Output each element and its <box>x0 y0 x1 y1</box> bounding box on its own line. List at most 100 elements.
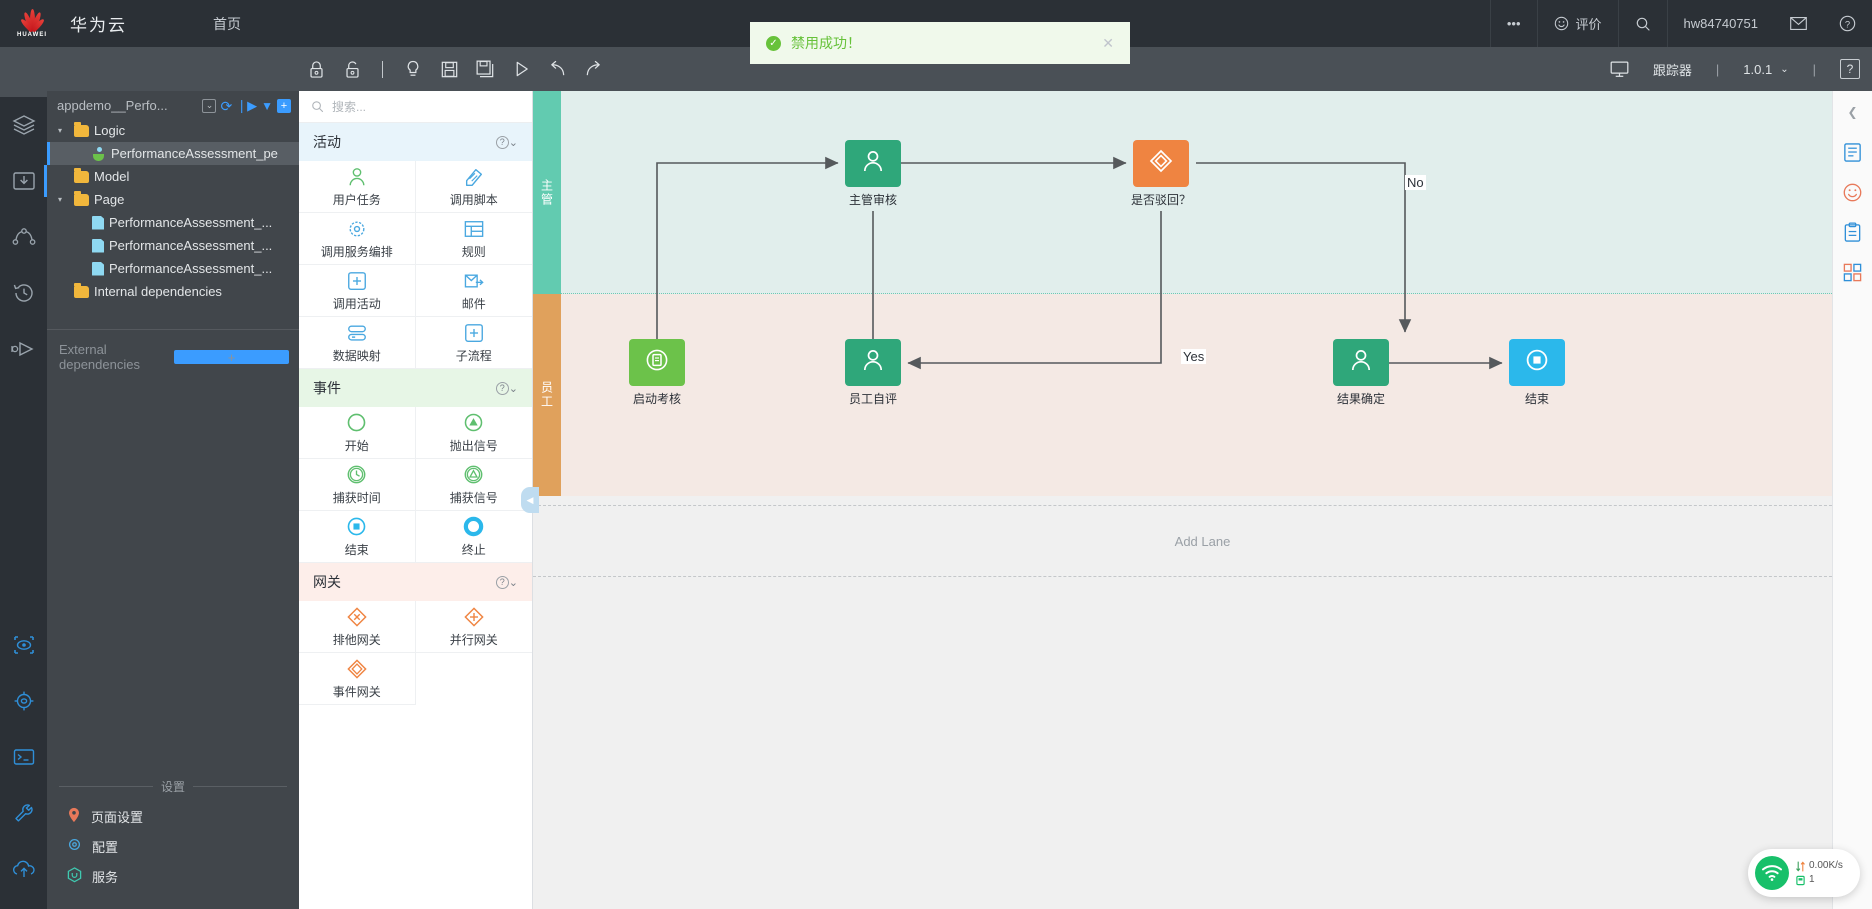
palette-item-subprocess[interactable]: 子流程 <box>415 317 532 369</box>
palette-search[interactable]: 搜索... <box>299 91 532 123</box>
right-collapse-icon[interactable]: ❮ <box>1847 105 1858 119</box>
lane-body-supervisor[interactable] <box>561 91 1872 294</box>
chevron-icon[interactable]: ▾ <box>58 195 63 204</box>
palette-item-exclusive-gateway[interactable]: 排他网关 <box>299 601 416 653</box>
rail-item-graph[interactable] <box>0 209 47 265</box>
node-self[interactable] <box>845 339 901 386</box>
palette-item-data-map[interactable]: 数据映射 <box>299 317 416 369</box>
chevron-icon[interactable]: ▾ <box>58 126 63 135</box>
palette-item-end-event[interactable]: 结束 <box>299 511 416 563</box>
palette-item-service-flow[interactable]: 调用服务编排 <box>299 213 416 265</box>
settings-item-2[interactable]: 服务 <box>47 861 299 891</box>
help-icon[interactable]: ? <box>495 135 509 149</box>
save-as-button[interactable] <box>469 53 501 85</box>
tree-item-logic[interactable]: PerformanceAssessment_pe <box>47 142 299 165</box>
palette-item-script[interactable]: 调用脚本 <box>415 161 532 213</box>
settings-item-1[interactable]: 配置 <box>47 831 299 861</box>
palette-group-header-0[interactable]: 活动?⌄ <box>299 123 532 161</box>
lane-employee[interactable]: 员工 <box>533 294 1872 496</box>
rp-item-smiley[interactable] <box>1840 179 1866 205</box>
tree-project-row[interactable]: appdemo__Perfo... ⌄ ⟳ ❘▶ ▼ + <box>47 92 299 119</box>
rp-item-sitemap[interactable] <box>1840 259 1866 285</box>
network-speed-row: 0.00K/s <box>1796 859 1843 873</box>
palette-item-rule[interactable]: 规则 <box>415 213 532 265</box>
rail-item-debug[interactable] <box>0 321 47 377</box>
run-button[interactable] <box>505 53 537 85</box>
add-icon[interactable]: + <box>277 98 291 113</box>
user-name[interactable]: hw84740751 <box>1683 16 1758 31</box>
chevron-down-icon[interactable]: ⌄ <box>202 98 217 113</box>
palette-item-catch-signal[interactable]: 捕获信号 <box>415 459 532 511</box>
palette-item-user-task[interactable]: 用户任务 <box>299 161 416 213</box>
expand-all-icon[interactable]: ❘▶ <box>236 98 258 113</box>
tree-item-folder[interactable]: ▾Page <box>47 188 299 211</box>
save-button[interactable] <box>433 53 465 85</box>
tree-item-file[interactable]: PerformanceAssessment_... <box>47 234 299 257</box>
redo-button[interactable] <box>577 53 609 85</box>
unlock-button[interactable] <box>336 53 368 85</box>
rail-item-preview[interactable] <box>0 617 47 673</box>
rp-item-doc[interactable] <box>1840 139 1866 165</box>
palette-item-terminate[interactable]: 终止 <box>415 511 532 563</box>
add-lane-button[interactable]: Add Lane <box>533 505 1872 577</box>
tree-item-file[interactable]: PerformanceAssessment_... <box>47 257 299 280</box>
network-speed-widget[interactable]: 0.00K/s 1 <box>1748 849 1860 897</box>
rail-item-layers[interactable] <box>0 97 47 153</box>
rp-item-clipboard[interactable] <box>1840 219 1866 245</box>
monitor-button[interactable] <box>1598 61 1641 78</box>
refresh-icon[interactable]: ⟳ <box>220 97 233 114</box>
palette-item-call-activity[interactable]: 调用活动 <box>299 265 416 317</box>
lock-button[interactable] <box>300 53 332 85</box>
chevron-down-icon[interactable]: ⌄ <box>508 136 518 149</box>
rail-item-history[interactable] <box>0 265 47 321</box>
search-button[interactable] <box>1619 0 1667 47</box>
palette-item-mail[interactable]: 邮件 <box>415 265 532 317</box>
help-icon[interactable]: ? <box>495 381 509 395</box>
version-select[interactable]: 1.0.1 ⌄ <box>1731 62 1800 77</box>
chevron-down-icon[interactable]: ⌄ <box>508 382 518 395</box>
process-canvas[interactable]: 主管 员工 Add Lane 启动考核主管审核员工自评是否驳回？结果确定结束 N… <box>533 91 1872 909</box>
palette-item-throw-signal[interactable]: 抛出信号 <box>415 407 532 459</box>
node-gateway[interactable] <box>1133 140 1189 187</box>
palette-group-header-1[interactable]: 事件?⌄ <box>299 369 532 407</box>
node-end[interactable] <box>1509 339 1565 386</box>
toast-close-icon[interactable]: ✕ <box>1102 34 1114 51</box>
node-review[interactable] <box>845 140 901 187</box>
mail-button[interactable] <box>1774 0 1823 47</box>
help-icon[interactable]: ? <box>495 575 509 589</box>
rail-item-terminal[interactable] <box>0 729 47 785</box>
undo-button[interactable] <box>541 53 573 85</box>
lane-supervisor[interactable]: 主管 <box>533 91 1872 294</box>
nav-home[interactable]: 首页 <box>213 15 241 32</box>
rail-item-wrench[interactable] <box>0 785 47 841</box>
palette-item-start-event[interactable]: 开始 <box>299 407 416 459</box>
collapse-all-icon[interactable]: ▼ <box>261 98 273 113</box>
tracker-button[interactable]: 跟踪器 <box>1652 62 1692 78</box>
rail-item-cloud-upload[interactable] <box>0 841 47 897</box>
rail-item-target[interactable] <box>0 673 47 729</box>
tree-item-folder[interactable]: Model <box>47 165 299 188</box>
palette-collapse-handle[interactable]: ◀ <box>521 487 539 513</box>
external-dependencies-row[interactable]: External dependencies + <box>47 329 299 372</box>
tree-item-file[interactable]: PerformanceAssessment_... <box>47 211 299 234</box>
palette-item-event-gateway[interactable]: 事件网关 <box>299 653 416 705</box>
help-button[interactable]: ? <box>1823 0 1872 47</box>
add-icon[interactable]: + <box>174 350 289 365</box>
palette-item-parallel-gateway[interactable]: 并行网关 <box>415 601 532 653</box>
tree-item-folder[interactable]: ▾Logic <box>47 119 299 142</box>
rail-item-inbox[interactable] <box>0 153 47 209</box>
toolbar-help-button[interactable]: ? <box>1828 59 1872 79</box>
huawei-logo[interactable]: HUAWEI <box>0 0 64 47</box>
settings-item-0[interactable]: 页面设置 <box>47 801 299 831</box>
tree-item-folder[interactable]: Internal dependencies <box>47 280 299 303</box>
hint-button[interactable] <box>397 53 429 85</box>
node-confirm[interactable] <box>1333 339 1389 386</box>
palette-item-catch-timer[interactable]: 捕获时间 <box>299 459 416 511</box>
palette-group-header-2[interactable]: 网关?⌄ <box>299 563 532 601</box>
palette-item-label: 邮件 <box>461 296 486 311</box>
node-start[interactable] <box>629 339 685 386</box>
chevron-down-icon[interactable]: ⌄ <box>508 576 518 589</box>
lane-body-employee[interactable] <box>561 294 1872 496</box>
rating-button[interactable]: 评价 <box>1538 0 1618 47</box>
more-button[interactable]: ••• <box>1506 16 1521 31</box>
